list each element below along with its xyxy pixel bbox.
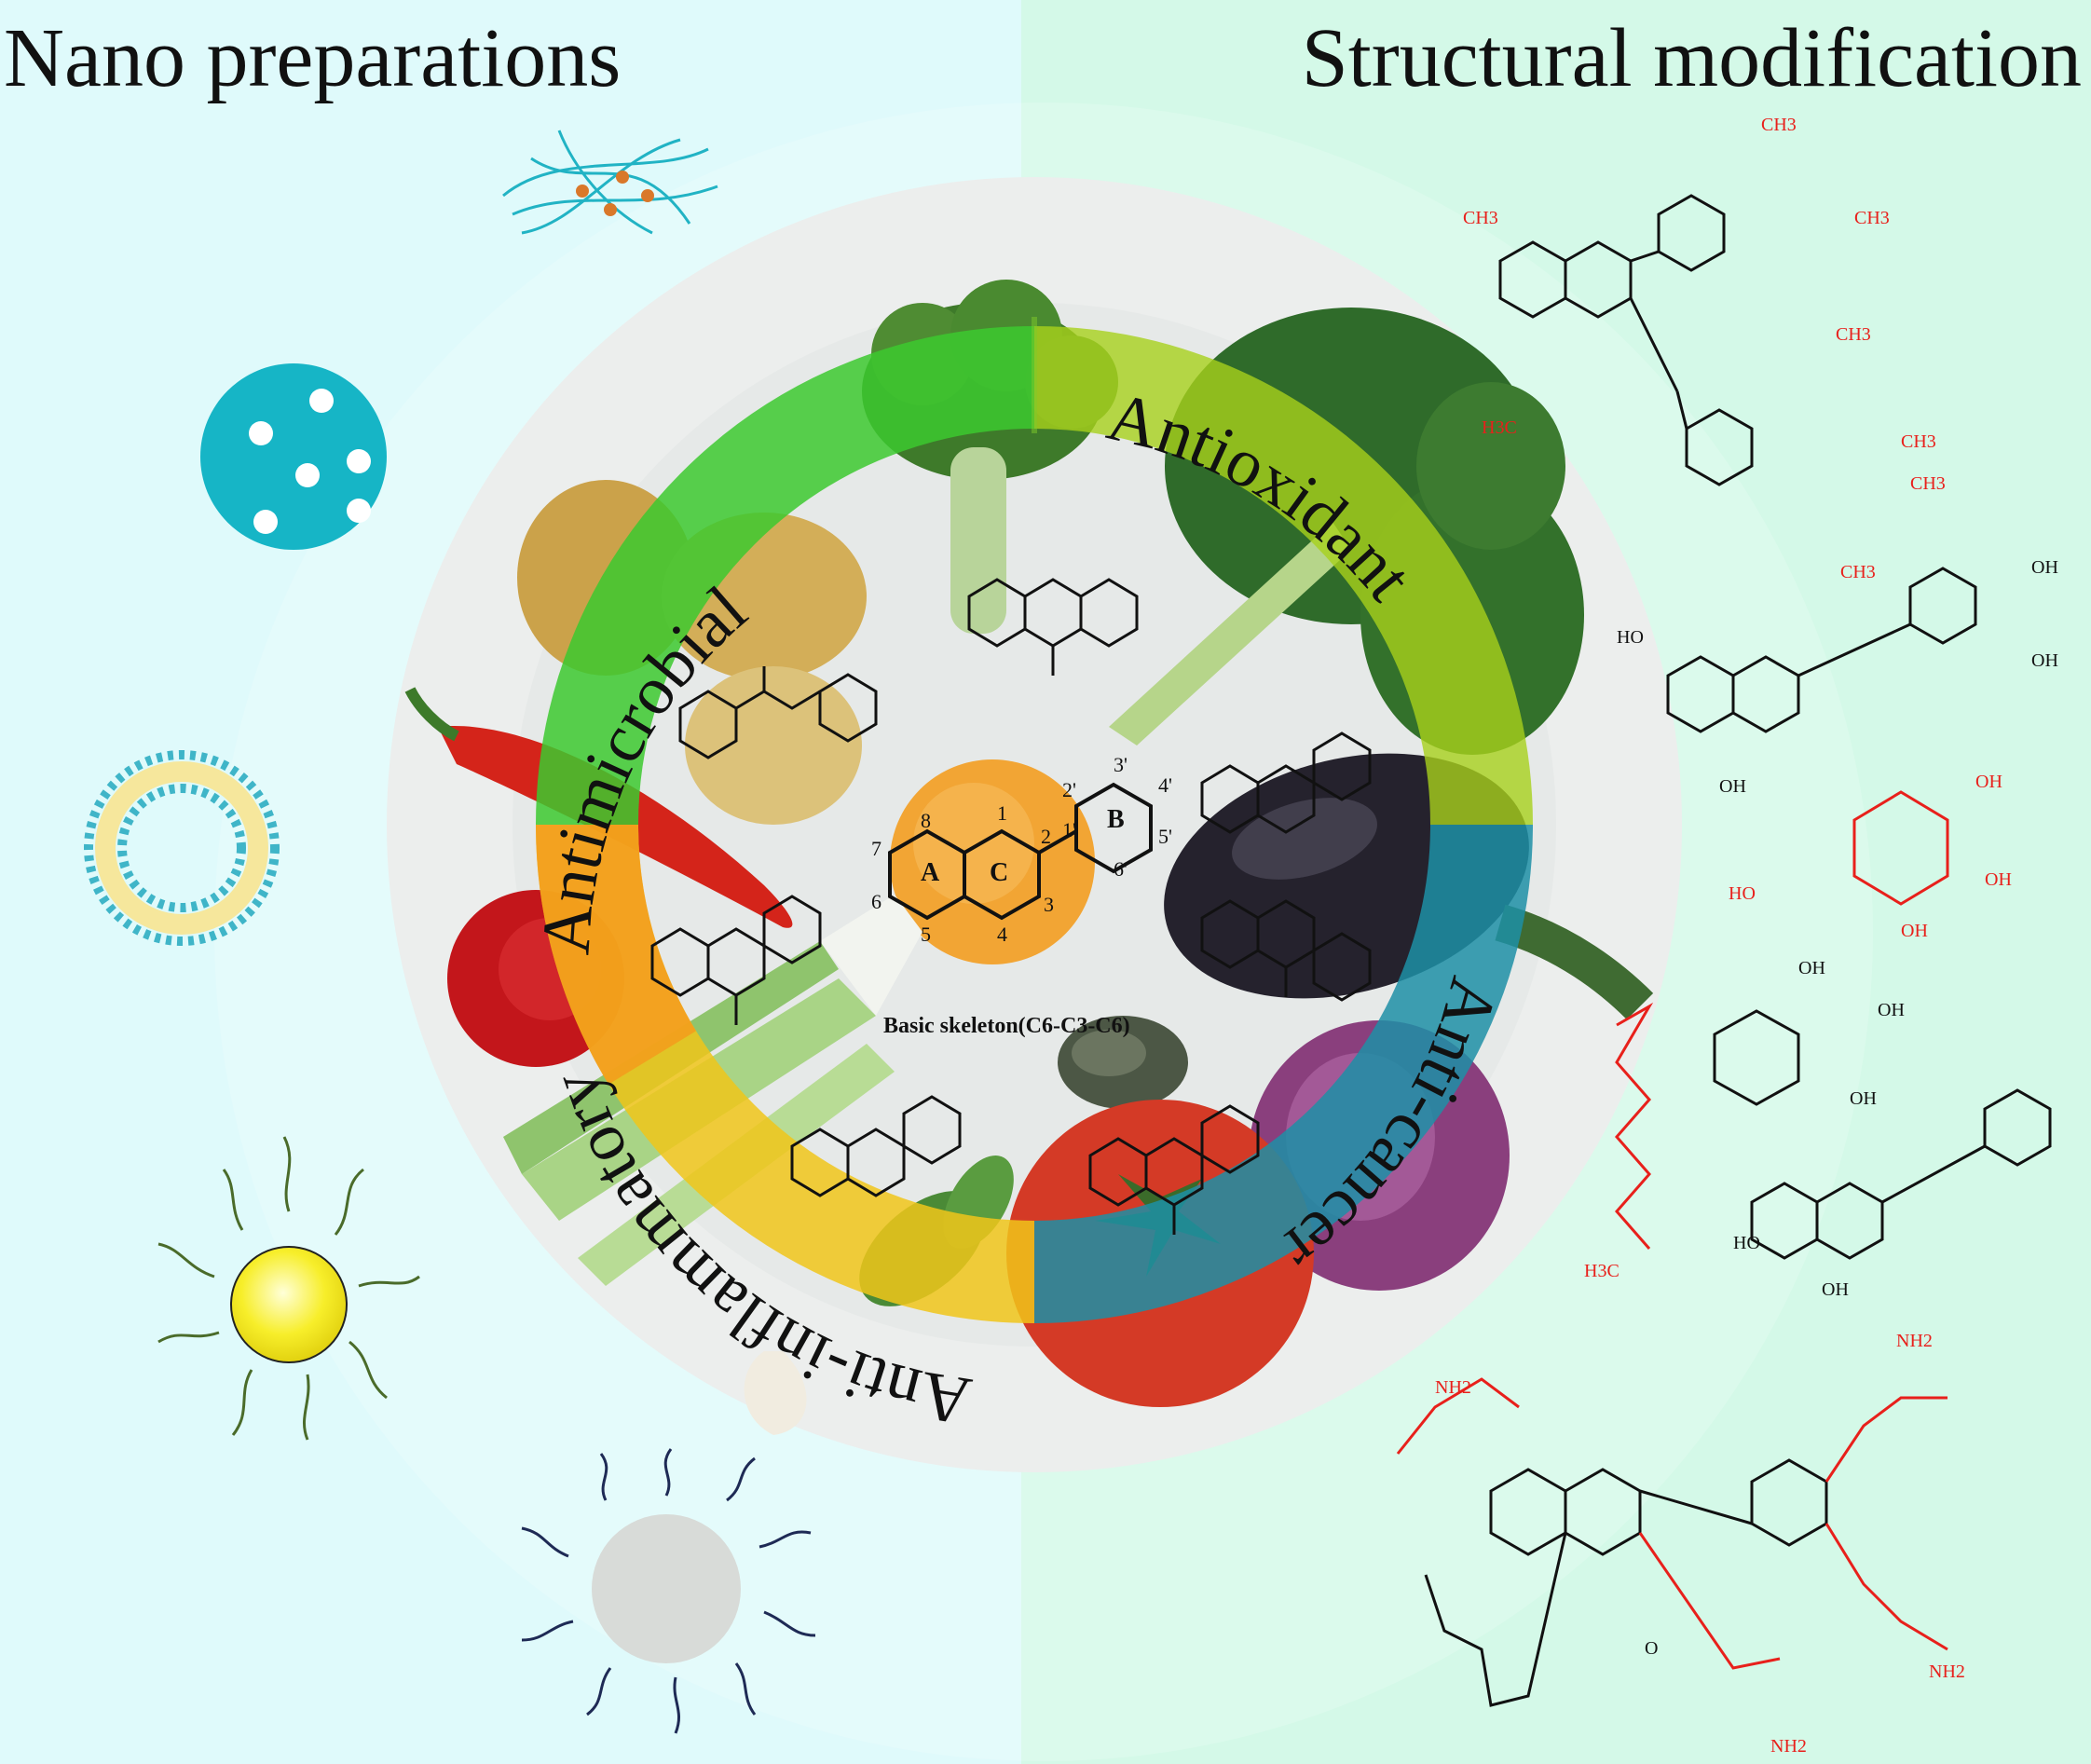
label-ch3-1: CH3	[1761, 115, 1797, 135]
flavonol-structure	[650, 895, 822, 1025]
flavandiol-structure	[790, 1095, 962, 1197]
label-nh2-3: NH2	[1929, 1661, 1965, 1682]
nanoparticle-icon	[200, 363, 387, 550]
nanofiber-icon	[502, 130, 718, 235]
position-3: 3	[1044, 893, 1054, 916]
ring-segment-antioxidant	[1033, 326, 1533, 826]
molecule-quercetin-glycoside	[1666, 567, 1977, 906]
label-ho-3: HO	[1733, 1233, 1760, 1253]
skeleton-caption: Basic skeleton(C6-C3-C6)	[883, 1014, 1130, 1038]
label-o-1: O	[1645, 1638, 1658, 1659]
position-4-prime: 4'	[1158, 773, 1172, 797]
flavanone-structure	[967, 578, 1139, 676]
activity-ring	[535, 317, 1533, 1323]
label-nh2-4: NH2	[1770, 1736, 1807, 1757]
label-ch3-2: CH3	[1463, 208, 1498, 228]
label-ho-1: HO	[1617, 627, 1644, 648]
position-5-prime: 5'	[1158, 825, 1172, 848]
position-3-prime: 3'	[1114, 753, 1128, 776]
title-structural-modification: Structural modification	[1301, 12, 2082, 104]
inner-structures	[650, 578, 1372, 1235]
flavylium-structure	[1200, 732, 1372, 834]
label-nh2-1: NH2	[1896, 1331, 1933, 1351]
ring-segment-anti-inflammatory-orange	[535, 824, 697, 1085]
position-6-prime: 6'	[1114, 857, 1128, 881]
label-oh-9: OH	[1850, 1088, 1877, 1109]
ring-c-label: C	[990, 858, 1008, 887]
ring-segment-anti-cancer	[1033, 824, 1533, 1323]
ring-a-label: A	[921, 858, 940, 887]
molecule-baicalin-ester	[1615, 1002, 2052, 1260]
position-8: 8	[921, 809, 931, 832]
chalcone-structure	[678, 666, 878, 759]
label-h3c-1: H3C	[1482, 417, 1517, 438]
title-nano-preparations: Nano preparations	[4, 12, 622, 104]
position-2: 2	[1041, 825, 1051, 848]
label-oh-3: OH	[1719, 776, 1746, 797]
molecule-acetamide-derivative	[1396, 1377, 1948, 1707]
label-oh-5: OH	[1985, 869, 2012, 890]
basic-skeleton-structure	[888, 782, 1153, 921]
liposome-icon	[84, 750, 280, 946]
position-2-prime: 2'	[1062, 778, 1076, 801]
skeleton-position-labels: A C B 1 2 3 4 5 6 7 8 1' 2' 3' 4' 5' 6' …	[871, 753, 1172, 1038]
label-ho-2: HO	[1729, 883, 1756, 904]
micelle-sun-icon	[157, 1136, 420, 1441]
isoflavone-structure	[1200, 899, 1372, 1002]
label-oh-10: OH	[1822, 1279, 1849, 1300]
modified-molecules	[1396, 194, 2052, 1707]
label-nh2-2: NH2	[1435, 1377, 1471, 1398]
flavone-structure	[1088, 1104, 1260, 1235]
label-ch3-5: CH3	[1901, 431, 1936, 452]
position-7: 7	[871, 837, 882, 860]
label-oh-6: OH	[1901, 921, 1928, 941]
position-4: 4	[997, 923, 1007, 946]
label-oh-1: OH	[2031, 557, 2058, 578]
label-ch3-7: CH3	[1840, 562, 1876, 582]
ring-b-label: B	[1107, 805, 1125, 834]
polymer-nanoparticle-icon	[521, 1448, 816, 1734]
chemical-labels: CH3 CH3 CH3 CH3 H3C CH3 CH3 CH3 OH HO OH…	[1435, 115, 2058, 1757]
ring-segment-antimicrobial	[536, 326, 1035, 826]
label-ch3-4: CH3	[1836, 324, 1871, 345]
tea-leaves-icon	[1058, 1016, 1188, 1109]
label-oh-8: OH	[1878, 1000, 1905, 1020]
molecule-trimethoxy-ester	[1498, 194, 1754, 486]
orange-icon	[890, 759, 1095, 964]
garlic-icon	[744, 1351, 807, 1435]
label-ch3-3: CH3	[1854, 208, 1890, 228]
position-1-prime: 1'	[1062, 818, 1076, 841]
position-5: 5	[921, 923, 931, 946]
label-oh-2: OH	[2031, 650, 2058, 671]
position-6: 6	[871, 890, 882, 913]
label-ch3-6: CH3	[1910, 473, 1946, 494]
label-oh-4: OH	[1975, 772, 2002, 792]
label-oh-7: OH	[1798, 958, 1825, 978]
label-h3c-2: H3C	[1584, 1261, 1620, 1281]
position-1: 1	[997, 801, 1007, 825]
